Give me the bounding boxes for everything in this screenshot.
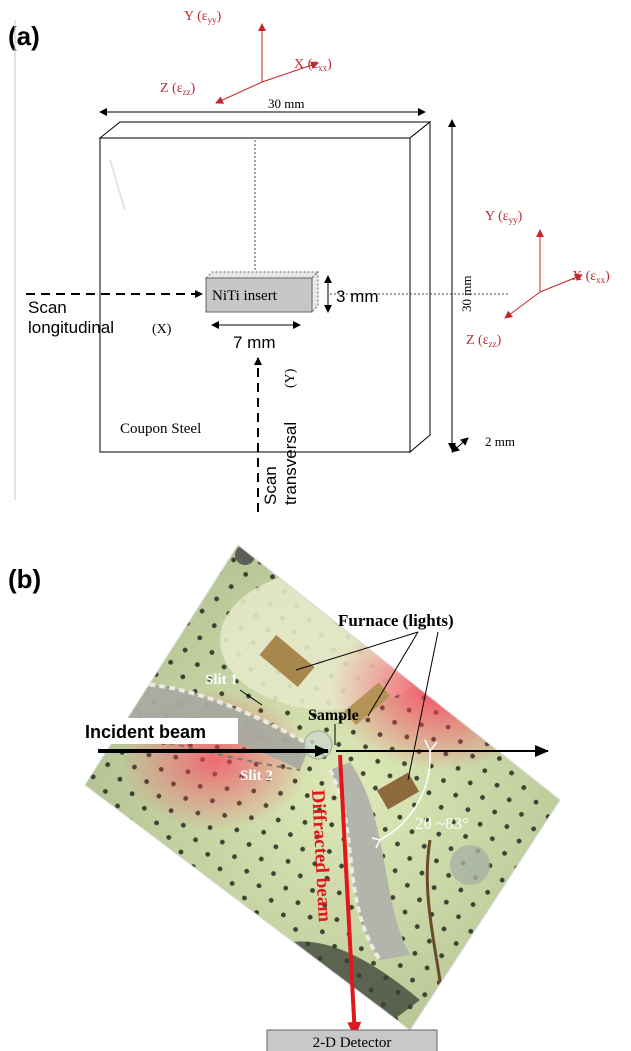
scan-longitudinal-label-2: longitudinal [28,318,114,337]
axis-z-right: Z (εzz) [466,333,502,349]
insert-width-label: 7 mm [233,333,276,352]
depth-dimension-arrow [451,437,469,453]
depth-dimension-label: 2 mm [485,434,515,449]
scan-longitudinal-axis: (X) [152,322,172,337]
furnace-leader-3 [407,631,439,781]
scan-transversal-axis: (Y) [283,368,298,388]
width-dimension-label: 30 mm [268,96,304,111]
slit-1-label: Slit 1 [205,672,238,688]
axis-y-top: Y (εyy) [184,9,222,25]
slit-2-label: Slit 2 [240,768,273,784]
height-dimension-label: 30 mm [459,276,474,312]
niti-insert [204,270,320,314]
panel-b-label: (b) [8,564,41,594]
incident-beam-label: Incident beam [85,722,206,742]
axis-z-top: Z (εzz) [160,81,196,97]
sample-label: Sample [308,707,359,724]
angle-label: 2θ ~83° [415,814,469,833]
axis-x-top: X (εxx) [294,57,332,73]
panel-b: (b) [8,544,561,1051]
scan-transversal-label-1: Scan [261,466,280,505]
furnace-leader-2 [295,631,419,671]
diffracted-beam-arrow [338,754,362,1038]
axis-triad-top [215,23,319,104]
angle-arc [379,750,431,841]
axis-y-right: Y (εyy) [485,209,523,225]
axis-x-right: X (εxx) [572,269,610,285]
panel-a-label: (a) [8,21,40,51]
detector-label: 2-D Detector [313,1035,392,1051]
panel-a: (a) Y (εyy) X (εxx) Z (εzz) 30 mm 30 mm [8,9,610,512]
furnace-leader-1 [367,631,419,717]
niti-insert-label: NiTi insert [212,288,278,304]
slit-1-leader [239,689,263,706]
axis-triad-right [504,229,583,319]
insert-height-label: 3 mm [336,287,379,306]
detector-box [266,1029,438,1051]
furnace-label: Furnace (lights) [338,611,454,630]
scan-transversal-label-2: transversal [281,422,300,505]
scan-longitudinal-label-1: Scan [28,298,67,317]
incident-beam-label-bg [80,718,238,744]
coupon-steel-label: Coupon Steel [120,421,201,437]
